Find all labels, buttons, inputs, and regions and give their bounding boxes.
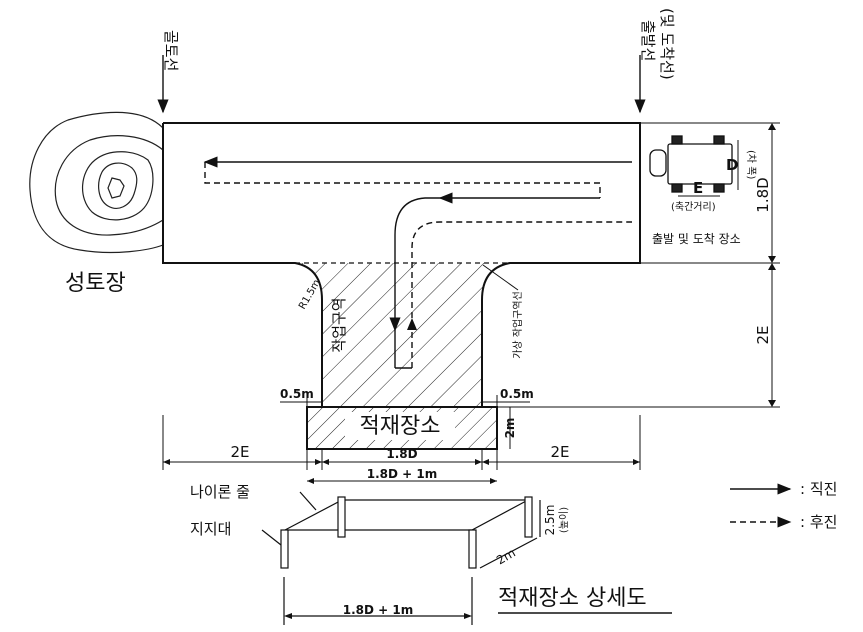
start-line-marker: 출발선 (및 도착선) bbox=[634, 8, 676, 114]
goal-line-marker: 골토선 bbox=[157, 30, 180, 114]
start-arrival-label: 출발 및 도착 장소 bbox=[652, 232, 741, 246]
dim-right-gap: 0.5m bbox=[500, 387, 534, 401]
soil-pile-label: 성토장 bbox=[65, 271, 126, 296]
dim-left-gap: 0.5m bbox=[280, 387, 314, 401]
dim-lane-height: 2E bbox=[754, 325, 772, 344]
detail-height: 2.5m bbox=[543, 505, 557, 536]
dim-loading-height: 2m bbox=[503, 418, 517, 439]
bottom-dimensions bbox=[162, 415, 641, 482]
vehicle-dimensions bbox=[678, 140, 739, 197]
radius-label: R1.5m bbox=[297, 278, 323, 312]
dim-top-height: 1.8D bbox=[754, 177, 772, 212]
svg-text:골토선: 골토선 bbox=[162, 30, 180, 71]
vehicle-icon bbox=[649, 135, 733, 193]
dim-loading-width: 1.8D + 1m bbox=[367, 467, 437, 481]
dim-left-span: 2E bbox=[230, 443, 249, 461]
virtual-line-label: 가상 작업구역선 bbox=[511, 291, 524, 359]
legend-backward-label: : 후진 bbox=[800, 513, 837, 531]
dim-center-span: 1.8D bbox=[386, 447, 417, 461]
detail-height-note: (높이) bbox=[558, 507, 570, 533]
detail-title: 적재장소 상세도 bbox=[498, 586, 647, 611]
svg-text:(및 도착선): (및 도착선) bbox=[658, 8, 676, 80]
detail-depth: 2m bbox=[494, 546, 518, 568]
vehicle-width-label: D bbox=[726, 156, 738, 174]
loading-area-label: 적재장소 bbox=[360, 414, 441, 439]
work-zone-hatch bbox=[295, 263, 510, 407]
vehicle-width-note: (차 폭) bbox=[745, 150, 757, 179]
dim-right-span: 2E bbox=[550, 443, 569, 461]
right-dimensions bbox=[482, 122, 780, 408]
work-area-label: 작업구역 bbox=[330, 297, 348, 352]
axle-label: E bbox=[693, 179, 703, 197]
detail-support: 지지대 bbox=[190, 520, 231, 538]
legend-forward-label: : 직진 bbox=[800, 480, 837, 498]
loading-detail-drawing bbox=[261, 491, 541, 625]
svg-text:출발선: 출발선 bbox=[639, 20, 657, 61]
axle-note: (축간거리) bbox=[671, 201, 716, 213]
soil-pile-contours bbox=[29, 111, 164, 254]
legend: : 직진 : 후진 bbox=[730, 480, 837, 531]
driving-path bbox=[203, 156, 632, 369]
detail-width: 1.8D + 1m bbox=[343, 603, 413, 617]
detail-nylon-rope: 나이론 줄 bbox=[190, 483, 250, 501]
